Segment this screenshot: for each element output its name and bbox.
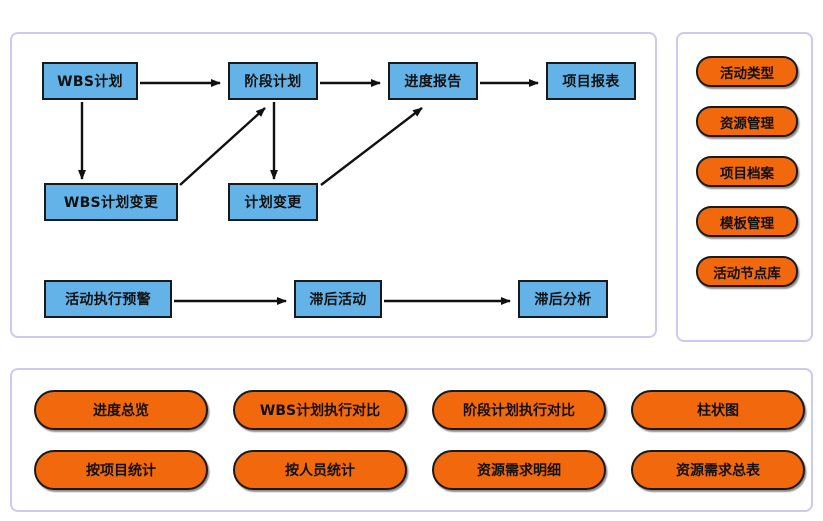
reports-panel: 进度总览 WBS计划执行对比 阶段计划执行对比 柱状图 按项目统计 按人员统计 … — [10, 368, 813, 512]
menu-item-activity-type[interactable]: 活动类型 — [696, 56, 798, 87]
flow-node-wbs-plan-change[interactable]: WBS计划变更 — [44, 183, 178, 221]
edge-plan-change-to-progress-report — [320, 107, 423, 186]
flow-node-stage-plan[interactable]: 阶段计划 — [228, 62, 318, 100]
flow-node-progress-report[interactable]: 进度报告 — [388, 62, 478, 100]
process-flow-panel: WBS计划 阶段计划 进度报告 项目报表 WBS计划变更 计划变更 活动执行预警… — [10, 32, 657, 338]
menu-item-template-management[interactable]: 模板管理 — [696, 206, 798, 237]
flow-node-plan-change[interactable]: 计划变更 — [228, 183, 318, 221]
flow-node-delayed-activity[interactable]: 滞后活动 — [294, 280, 382, 318]
menu-item-project-archive[interactable]: 项目档案 — [696, 156, 798, 187]
report-button-wbs-plan-execution-comparison[interactable]: WBS计划执行对比 — [233, 390, 407, 430]
report-button-progress-overview[interactable]: 进度总览 — [34, 390, 208, 430]
management-menu-panel: 活动类型 资源管理 项目档案 模板管理 活动节点库 — [676, 32, 813, 342]
flow-node-project-statement[interactable]: 项目报表 — [546, 62, 636, 100]
menu-item-resource-management[interactable]: 资源管理 — [696, 106, 798, 137]
report-button-resource-demand-detail[interactable]: 资源需求明细 — [432, 450, 606, 490]
report-button-stage-plan-execution-comparison[interactable]: 阶段计划执行对比 — [432, 390, 606, 430]
flow-node-activity-alert[interactable]: 活动执行预警 — [44, 280, 172, 318]
edge-wbs-plan-change-to-stage-plan — [179, 107, 266, 186]
menu-item-activity-node-library[interactable]: 活动节点库 — [696, 256, 798, 287]
report-button-resource-demand-summary[interactable]: 资源需求总表 — [631, 450, 805, 490]
flow-node-wbs-plan[interactable]: WBS计划 — [42, 62, 138, 100]
report-button-statistics-by-project[interactable]: 按项目统计 — [34, 450, 208, 490]
report-button-statistics-by-person[interactable]: 按人员统计 — [233, 450, 407, 490]
report-button-bar-chart[interactable]: 柱状图 — [631, 390, 805, 430]
flow-node-delay-analysis[interactable]: 滞后分析 — [518, 280, 608, 318]
